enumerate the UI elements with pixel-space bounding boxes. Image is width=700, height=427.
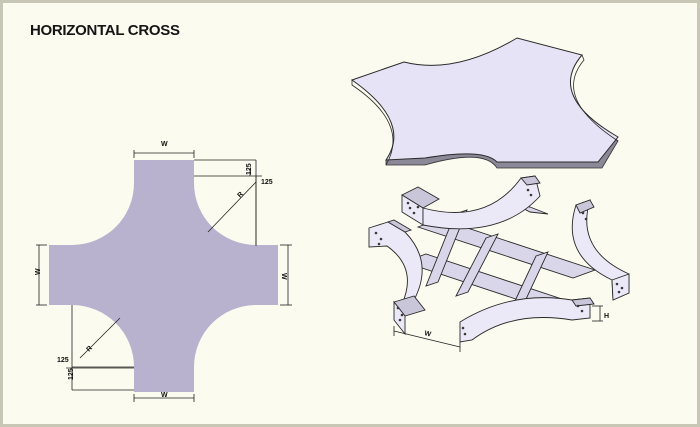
dim-upper-right-radius-label: R [236, 191, 245, 200]
dim-upper-right-offset-v: 125 [246, 163, 253, 175]
plan-view: W W W W 125 [35, 141, 292, 402]
dim-bottom-width [133, 394, 195, 402]
cover-isometric [350, 37, 619, 169]
dim-lower-left-offset-h: 125 [57, 357, 69, 364]
dim-lower-left-offset-v: 125 [68, 368, 75, 380]
cross-plan-shape [49, 160, 278, 392]
dim-3d-height [592, 305, 603, 322]
dim-3d-height-label: H [604, 313, 609, 320]
tray-bend-bottom [459, 297, 591, 343]
tray-bend-top [422, 175, 541, 230]
dim-top-width [133, 150, 195, 158]
dim-lower-left-radius-label: R [85, 345, 94, 354]
dim-right-width-label: W [280, 273, 287, 280]
dim-3d-width-label: W [424, 330, 432, 338]
bolt-holes [374, 188, 624, 336]
cover-top [350, 37, 619, 163]
dim-upper-right-radius [194, 159, 262, 246]
dim-top-width-label: W [161, 141, 168, 148]
dim-left-width-label: W [35, 268, 42, 275]
dim-lower-left-radius [66, 305, 134, 391]
ladder-tray-isometric [368, 175, 630, 343]
dim-3d-width [393, 326, 461, 352]
tray-bend-left [368, 221, 423, 305]
dim-bottom-width-label: W [161, 392, 168, 399]
dim-right-width [280, 244, 292, 306]
dim-left-width [36, 244, 47, 306]
dim-upper-right-offset-h: 125 [261, 179, 273, 186]
drawing-title: HORIZONTAL CROSS [30, 22, 180, 39]
